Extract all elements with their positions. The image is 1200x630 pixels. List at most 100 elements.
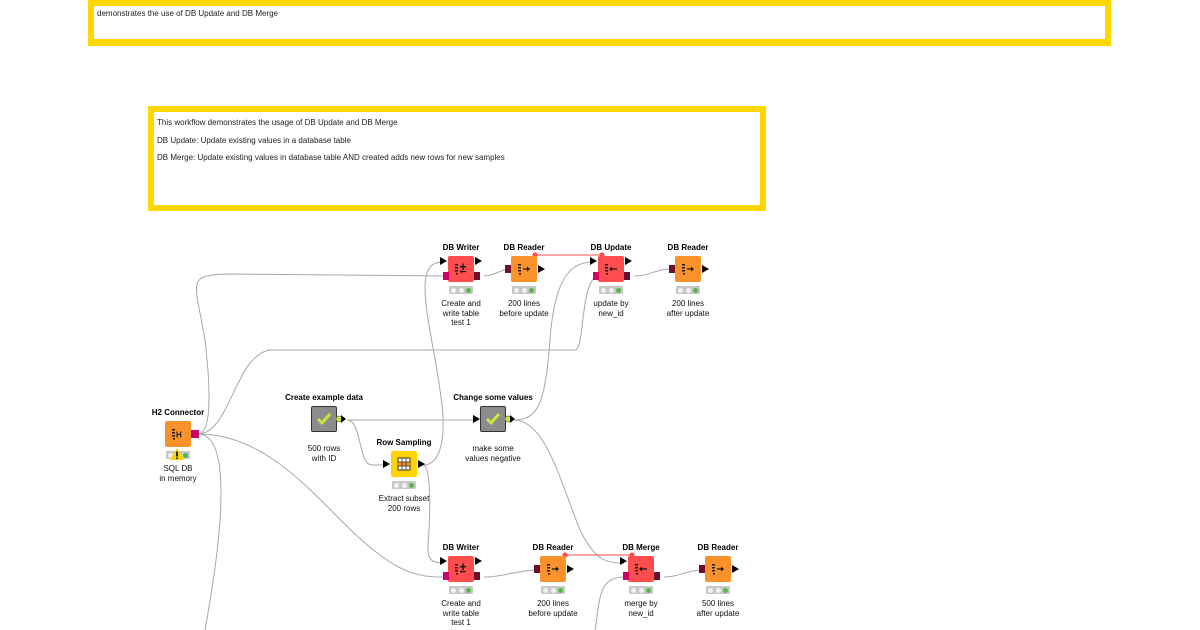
db-connection-output-port[interactable] (474, 572, 480, 580)
annotation-text: demonstrates the use of DB Update and DB… (97, 9, 278, 18)
node-db-writer-2[interactable]: DB Writer Create and write table test 1 (421, 543, 501, 628)
node-body[interactable]: H (165, 421, 199, 447)
node-body[interactable] (534, 556, 574, 582)
node-body[interactable] (311, 406, 346, 432)
node-db-merge[interactable]: DB Merge merge by new_id (601, 543, 681, 618)
db-merge-icon (635, 564, 647, 575)
db-connection-input-port[interactable] (443, 272, 449, 280)
connection-h2-to-writer2 (197, 433, 449, 578)
node-db-reader-3[interactable]: DB Reader 200 lines before update (513, 543, 593, 618)
data-output-port[interactable] (567, 565, 574, 573)
node-body[interactable] (440, 256, 482, 282)
node-status-traffic-light (449, 286, 473, 294)
node-create-example-data[interactable]: Create example data 500 rows with ID (284, 393, 364, 463)
connection-change-to-merge (513, 419, 625, 564)
node-db-reader-4[interactable]: DB Reader 500 lines after update (678, 543, 758, 618)
connection-change-to-update (513, 261, 595, 421)
db-reader-icon (712, 564, 724, 575)
connection-update-to-reader2 (633, 268, 673, 277)
node-title: DB Merge (622, 543, 660, 552)
node-title: DB Reader (667, 243, 709, 252)
node-status-traffic-light (541, 586, 565, 594)
db-connection-input-port[interactable] (593, 272, 599, 280)
data-output-port[interactable] (418, 460, 425, 468)
connection-sampling-to-writer1 (422, 261, 445, 466)
data-input-port[interactable] (440, 257, 447, 265)
flowvar-output-port[interactable] (475, 257, 482, 265)
db-connection-output-port[interactable] (474, 272, 480, 280)
flowvar-output-port[interactable] (475, 557, 482, 565)
annotation-line-1: This workflow demonstrates the usage of … (157, 118, 398, 127)
db-data-input-port[interactable] (699, 565, 705, 573)
node-body[interactable] (383, 451, 425, 477)
node-body[interactable] (620, 556, 660, 582)
node-status-traffic-light (706, 586, 730, 594)
node-db-writer-1[interactable]: DB Writer Create and write table test 1 (421, 243, 501, 328)
db-data-input-port[interactable] (669, 265, 675, 273)
node-label[interactable]: merge by new_id (624, 599, 658, 618)
node-title: H2 Connector (151, 408, 205, 417)
node-label[interactable]: Create and write table test 1 (441, 599, 481, 627)
node-body[interactable] (473, 406, 515, 432)
node-db-reader-1[interactable]: DB Reader 200 lines before update (484, 243, 564, 318)
data-input-port[interactable] (383, 460, 390, 468)
node-body[interactable] (699, 556, 739, 582)
node-change-some-values[interactable]: Change some values make some values nega… (453, 393, 533, 463)
table-sampling-icon (397, 457, 411, 471)
connection-createdata-to-sampling (346, 419, 386, 466)
node-db-reader-2[interactable]: DB Reader 200 lines after update (648, 243, 728, 318)
db-data-input-port[interactable] (505, 265, 511, 273)
metanode-output-port[interactable] (505, 414, 515, 424)
db-reader-icon (518, 264, 530, 275)
db-writer-icon (455, 563, 466, 575)
workflow-annotation-description[interactable]: This workflow demonstrates the usage of … (148, 106, 766, 211)
node-db-update[interactable]: DB Update update by new_id (571, 243, 651, 318)
node-body[interactable] (590, 256, 632, 282)
node-status-traffic-light (599, 286, 623, 294)
connection-h2-to-writer1 (196, 273, 449, 435)
node-status-traffic-light (166, 448, 190, 460)
node-label[interactable]: Extract subset 200 rows (378, 494, 430, 513)
db-connection-output-port[interactable] (654, 572, 660, 580)
node-title: DB Writer (442, 543, 480, 552)
node-status-traffic-light (629, 586, 653, 594)
node-label[interactable]: Create and write table test 1 (441, 299, 481, 327)
node-label[interactable]: 200 lines before update (528, 599, 578, 618)
node-body[interactable] (505, 256, 545, 282)
node-body[interactable] (440, 556, 482, 582)
node-label[interactable]: 500 lines after update (696, 599, 740, 618)
db-data-input-port[interactable] (534, 565, 540, 573)
node-label[interactable]: SQL DB in memory (159, 464, 197, 483)
node-title: DB Writer (442, 243, 480, 252)
node-status-traffic-light (449, 586, 473, 594)
db-reader-icon (547, 564, 559, 575)
node-status-traffic-light (512, 286, 536, 294)
metanode-input-port[interactable] (473, 415, 480, 423)
node-label[interactable]: make some values negative (465, 444, 521, 463)
data-output-port[interactable] (538, 265, 545, 273)
node-label[interactable]: 200 lines after update (666, 299, 710, 318)
db-connection-output-port[interactable] (624, 272, 630, 280)
data-output-port[interactable] (732, 565, 739, 573)
db-connection-input-port[interactable] (443, 572, 449, 580)
node-body[interactable] (669, 256, 709, 282)
node-label[interactable]: 500 rows with ID (307, 444, 341, 463)
connection-sampling-to-writer2 (422, 464, 445, 564)
data-input-port[interactable] (440, 557, 447, 565)
data-output-port[interactable] (625, 257, 632, 265)
workflow-annotation-top[interactable]: demonstrates the use of DB Update and DB… (88, 0, 1111, 46)
node-row-sampling[interactable]: Row Sampling Extract subset 200 rows (364, 438, 444, 513)
node-status-traffic-light (676, 286, 700, 294)
node-h2-connector[interactable]: H2 Connector H SQL DB in memory (138, 408, 218, 483)
node-label[interactable]: 200 lines before update (499, 299, 549, 318)
data-output-port[interactable] (702, 265, 709, 273)
db-connection-output-port[interactable] (191, 430, 199, 438)
db-reader-icon (682, 264, 694, 275)
node-title: Create example data (285, 393, 363, 402)
metanode-output-port[interactable] (336, 414, 346, 424)
db-connection-input-port[interactable] (623, 572, 629, 580)
data-input-port[interactable] (590, 257, 597, 265)
node-label[interactable]: update by new_id (593, 299, 629, 318)
node-title: Change some values (453, 393, 533, 402)
data-input-port[interactable] (620, 557, 627, 565)
